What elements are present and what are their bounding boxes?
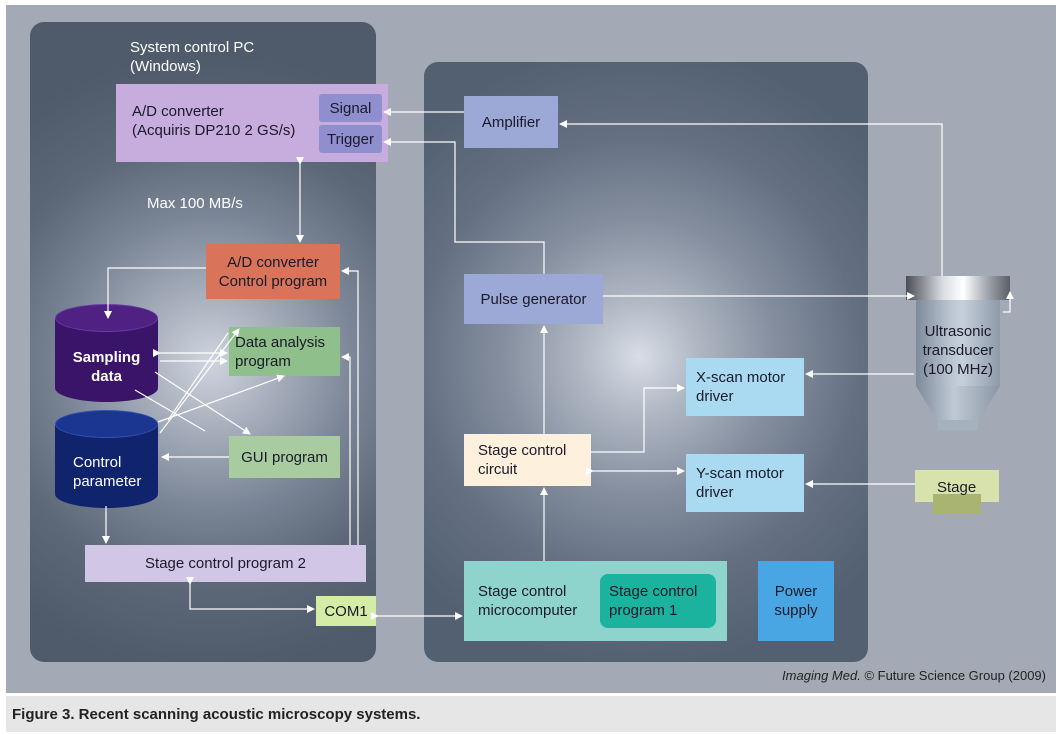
- pulse-generator-label: Pulse generator: [480, 290, 587, 308]
- control-text: Control parameter: [55, 453, 158, 491]
- trigger-label: Trigger: [327, 130, 374, 148]
- signal-port: Signal: [319, 94, 382, 122]
- yscan-line1: Y-scan motor: [696, 465, 784, 482]
- power-line2: supply: [774, 602, 818, 619]
- prog1-line1: Stage control: [609, 583, 698, 600]
- data-analysis-line2: program: [235, 352, 291, 370]
- sampling-line1: Sampling: [72, 349, 141, 366]
- stage-program2-label: Stage control program 2: [145, 555, 306, 572]
- pc-title-line2: (Windows): [130, 58, 201, 75]
- circuit-line1: Stage control: [478, 442, 567, 459]
- stage-label: Stage: [937, 479, 977, 496]
- credit-line: Imaging Med. © Future Science Group (200…: [782, 668, 1046, 683]
- pc-title: System control PC (Windows): [130, 38, 254, 76]
- y-scan-driver-box: Y-scan motor driver: [686, 454, 804, 512]
- control-line1: Control: [73, 454, 122, 471]
- transducer-text: Ultrasonic transducer (100 MHz): [912, 322, 1004, 379]
- pc-title-line1: System control PC: [130, 39, 255, 56]
- transducer-cap: [906, 276, 1010, 300]
- credit-journal: Imaging Med.: [782, 668, 861, 683]
- figure-caption: Figure 3. Recent scanning acoustic micro…: [12, 706, 421, 723]
- transducer-line3: (100 MHz): [922, 361, 993, 378]
- signal-label: Signal: [329, 99, 372, 117]
- control-bottom: [55, 480, 158, 508]
- transducer-tip: [916, 386, 1000, 430]
- sampling-top: [55, 304, 158, 332]
- control-parameter-cylinder: Control parameter: [55, 410, 158, 508]
- xscan-line2: driver: [696, 388, 734, 405]
- transducer-line2: transducer: [922, 342, 994, 359]
- caption-bar: [6, 696, 1056, 732]
- stage-control-circuit-box: Stage control circuit: [464, 434, 591, 486]
- micro-line1: Stage control: [478, 583, 567, 600]
- sampling-line2: data: [91, 368, 122, 385]
- transducer-body: [916, 300, 1000, 386]
- power-line1: Power: [774, 583, 818, 600]
- data-analysis-line1: Data analysis: [235, 333, 326, 351]
- stage-control-program-1-box: Stage control program 1: [600, 574, 716, 628]
- ad-control-program-box: A/D converter Control program: [206, 244, 340, 299]
- com1-box: COM1: [316, 596, 376, 626]
- micro-line2: microcomputer: [478, 602, 578, 619]
- transducer-line1: Ultrasonic: [924, 323, 992, 340]
- ad-converter-line1: A/D converter: [132, 103, 224, 120]
- credit-rest: © Future Science Group (2009): [864, 668, 1046, 683]
- pulse-generator-box: Pulse generator: [464, 274, 603, 324]
- sampling-data-cylinder: Sampling data: [55, 304, 158, 402]
- amplifier-box: Amplifier: [464, 96, 558, 148]
- data-analysis-box: Data analysis program: [229, 327, 340, 376]
- amplifier-label: Amplifier: [481, 113, 541, 131]
- com1-label: COM1: [324, 602, 368, 620]
- control-top: [55, 410, 158, 438]
- gui-program-box: GUI program: [229, 436, 340, 478]
- gui-program-label: GUI program: [241, 448, 328, 466]
- power-supply-box: Power supply: [758, 561, 834, 641]
- control-line2: parameter: [73, 473, 142, 490]
- trigger-port: Trigger: [319, 125, 382, 153]
- xscan-line1: X-scan motor: [696, 369, 786, 386]
- stage-control-program-2-box: Stage control program 2: [85, 545, 366, 582]
- stage-base: [933, 494, 981, 514]
- x-scan-driver-box: X-scan motor driver: [686, 358, 804, 416]
- yscan-line2: driver: [696, 484, 734, 501]
- max-rate-label: Max 100 MB/s: [147, 195, 243, 212]
- sampling-text: Sampling data: [55, 348, 158, 386]
- ad-program-line1: A/D converter: [227, 253, 319, 271]
- prog1-line2: program 1: [609, 602, 678, 619]
- ad-program-line2: Control program: [218, 272, 328, 290]
- circuit-line2: circuit: [478, 461, 518, 478]
- ad-converter-line2: (Acquiris DP210 2 GS/s): [132, 122, 296, 139]
